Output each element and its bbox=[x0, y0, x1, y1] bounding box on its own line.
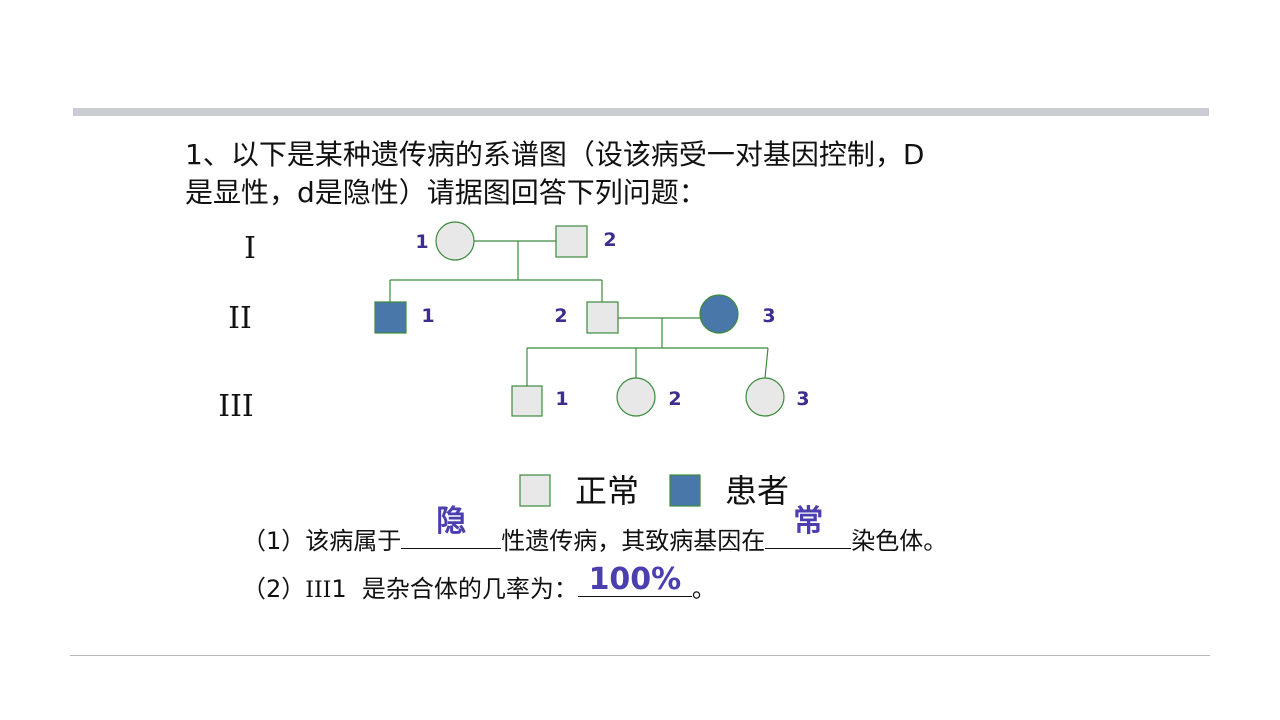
question-line-2: 是显性，d是隐性）请据图回答下列问题： bbox=[185, 176, 707, 209]
q1-middle: 性遗传病，其致病基因在 bbox=[501, 527, 766, 555]
question-line-1: 1、以下是某种遗传病的系谱图（设该病受一对基因控制，D bbox=[185, 138, 925, 171]
legend-normal-swatch bbox=[519, 474, 551, 507]
generation-label-2: II bbox=[228, 301, 252, 336]
question-1: （1）该病属于 隐性遗传病，其致病基因在常染色体。 bbox=[242, 506, 948, 557]
gen3-number-3: 3 bbox=[796, 388, 809, 410]
gen2-female-3-affected bbox=[699, 294, 739, 334]
q1-answer-blank-1[interactable]: 隐 bbox=[401, 506, 502, 549]
drop-line-gen3-3 bbox=[764, 347, 769, 379]
gen3-number-2: 2 bbox=[668, 388, 681, 410]
q1-answer-1: 隐 bbox=[436, 504, 467, 539]
q2-index: 1 bbox=[331, 575, 347, 603]
gen3-male-1 bbox=[511, 385, 543, 417]
q2-answer: 100% bbox=[588, 562, 682, 597]
pedigree-lines bbox=[389, 240, 769, 386]
gen1-male-2 bbox=[555, 225, 588, 258]
q1-answer-2: 常 bbox=[793, 504, 824, 539]
generation-label-1: I bbox=[244, 231, 256, 266]
gen2-number-1: 1 bbox=[421, 305, 434, 327]
gen2-male-2 bbox=[586, 301, 619, 334]
gen1-number-1: 1 bbox=[415, 231, 428, 253]
bottom-divider bbox=[70, 655, 1210, 656]
gen2-number-2: 2 bbox=[554, 305, 567, 327]
q1-suffix: 染色体。 bbox=[851, 527, 948, 555]
gen3-female-3 bbox=[745, 377, 785, 417]
q2-suffix: 。 bbox=[691, 575, 716, 603]
q2-prefix: （2） bbox=[242, 575, 306, 603]
legend-affected-label: 患者 bbox=[725, 472, 789, 510]
q1-prefix: （1）该病属于 bbox=[242, 527, 402, 555]
top-divider bbox=[73, 108, 1209, 116]
q2-roman-generation: III bbox=[305, 578, 332, 603]
legend-affected-swatch bbox=[669, 474, 701, 507]
q1-answer-blank-2[interactable]: 常 bbox=[765, 506, 852, 549]
question-text: 1、以下是某种遗传病的系谱图（设该病受一对基因控制，D 是显性，d是隐性）请据图… bbox=[185, 136, 1065, 212]
gen1-number-2: 2 bbox=[603, 229, 616, 251]
q2-text: 是杂合体的几率为： bbox=[346, 575, 578, 603]
gen1-female-1 bbox=[435, 221, 475, 261]
question-2: （2）III1 是杂合体的几率为： 100% 。 bbox=[242, 564, 716, 607]
q2-answer-blank[interactable]: 100% bbox=[577, 564, 692, 597]
gen3-number-1: 1 bbox=[555, 388, 568, 410]
gen2-male-1-affected bbox=[374, 301, 407, 334]
gen2-number-3: 3 bbox=[762, 305, 775, 327]
generation-label-3: III bbox=[218, 389, 254, 424]
legend-normal-label: 正常 bbox=[575, 472, 639, 510]
gen3-female-2 bbox=[616, 377, 656, 417]
